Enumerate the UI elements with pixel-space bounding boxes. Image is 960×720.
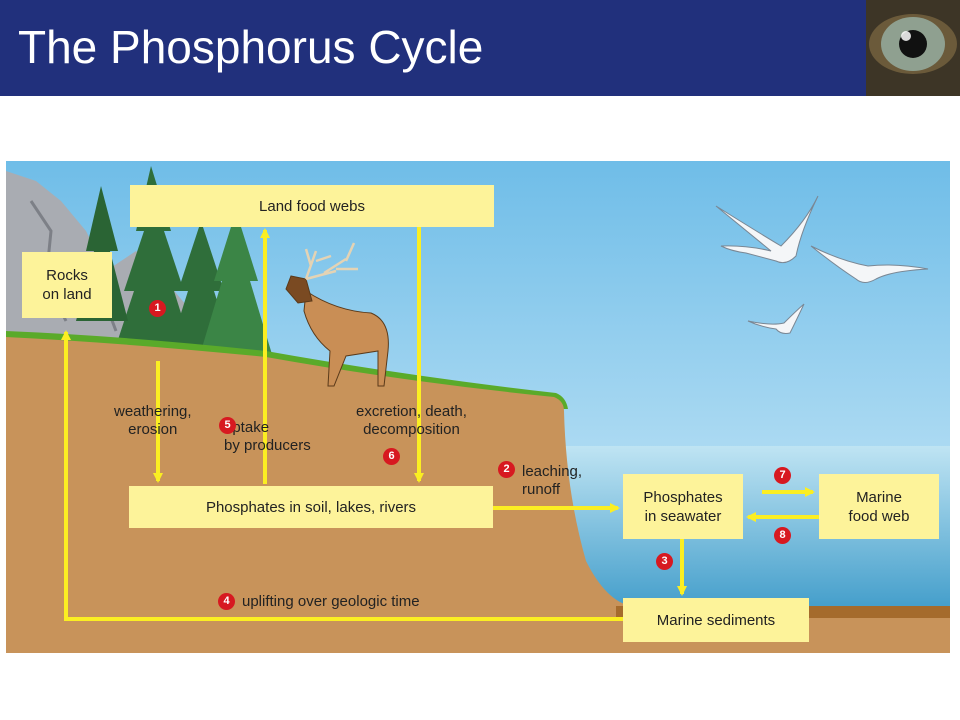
step-badge-1: 1 bbox=[149, 300, 166, 317]
title-bar: The Phosphorus Cycle bbox=[0, 0, 960, 96]
cycle-arrows bbox=[61, 227, 819, 621]
weathering-label: weathering, erosion bbox=[114, 403, 192, 438]
uplifting-label: uplifting over geologic time bbox=[242, 593, 420, 610]
leaching-label: leaching, runoff bbox=[522, 463, 583, 498]
phosphates-soil-box: Phosphates in soil, lakes, rivers bbox=[129, 486, 493, 528]
step-badge-3: 3 bbox=[656, 553, 673, 570]
step-badge-2: 2 bbox=[498, 461, 515, 478]
step-badge-7: 7 bbox=[774, 467, 791, 484]
phosphates-seawater-box: Phosphates in seawater bbox=[623, 474, 743, 539]
seagulls bbox=[715, 195, 929, 334]
step-badge-6: 6 bbox=[383, 448, 400, 465]
rocks-on-land-box: Rocks on land bbox=[22, 252, 112, 318]
phosphorus-cycle-diagram: Land food webs Rocks on land Phosphates … bbox=[6, 161, 950, 653]
arrow-uplifting bbox=[61, 330, 623, 621]
elk bbox=[285, 242, 389, 387]
step-badge-8: 8 bbox=[774, 527, 791, 544]
uptake-label: uptake by producers bbox=[224, 419, 311, 454]
marine-food-web-box: Marine food web bbox=[819, 474, 939, 539]
land-food-webs-box: Land food webs bbox=[130, 185, 494, 227]
step-badge-4: 4 bbox=[218, 593, 235, 610]
eye-icon bbox=[866, 0, 960, 96]
excretion-label: excretion, death, decomposition bbox=[356, 403, 467, 438]
page-title: The Phosphorus Cycle bbox=[18, 21, 484, 73]
step-badge-5: 5 bbox=[219, 417, 236, 434]
marine-sediments-box: Marine sediments bbox=[623, 598, 809, 642]
